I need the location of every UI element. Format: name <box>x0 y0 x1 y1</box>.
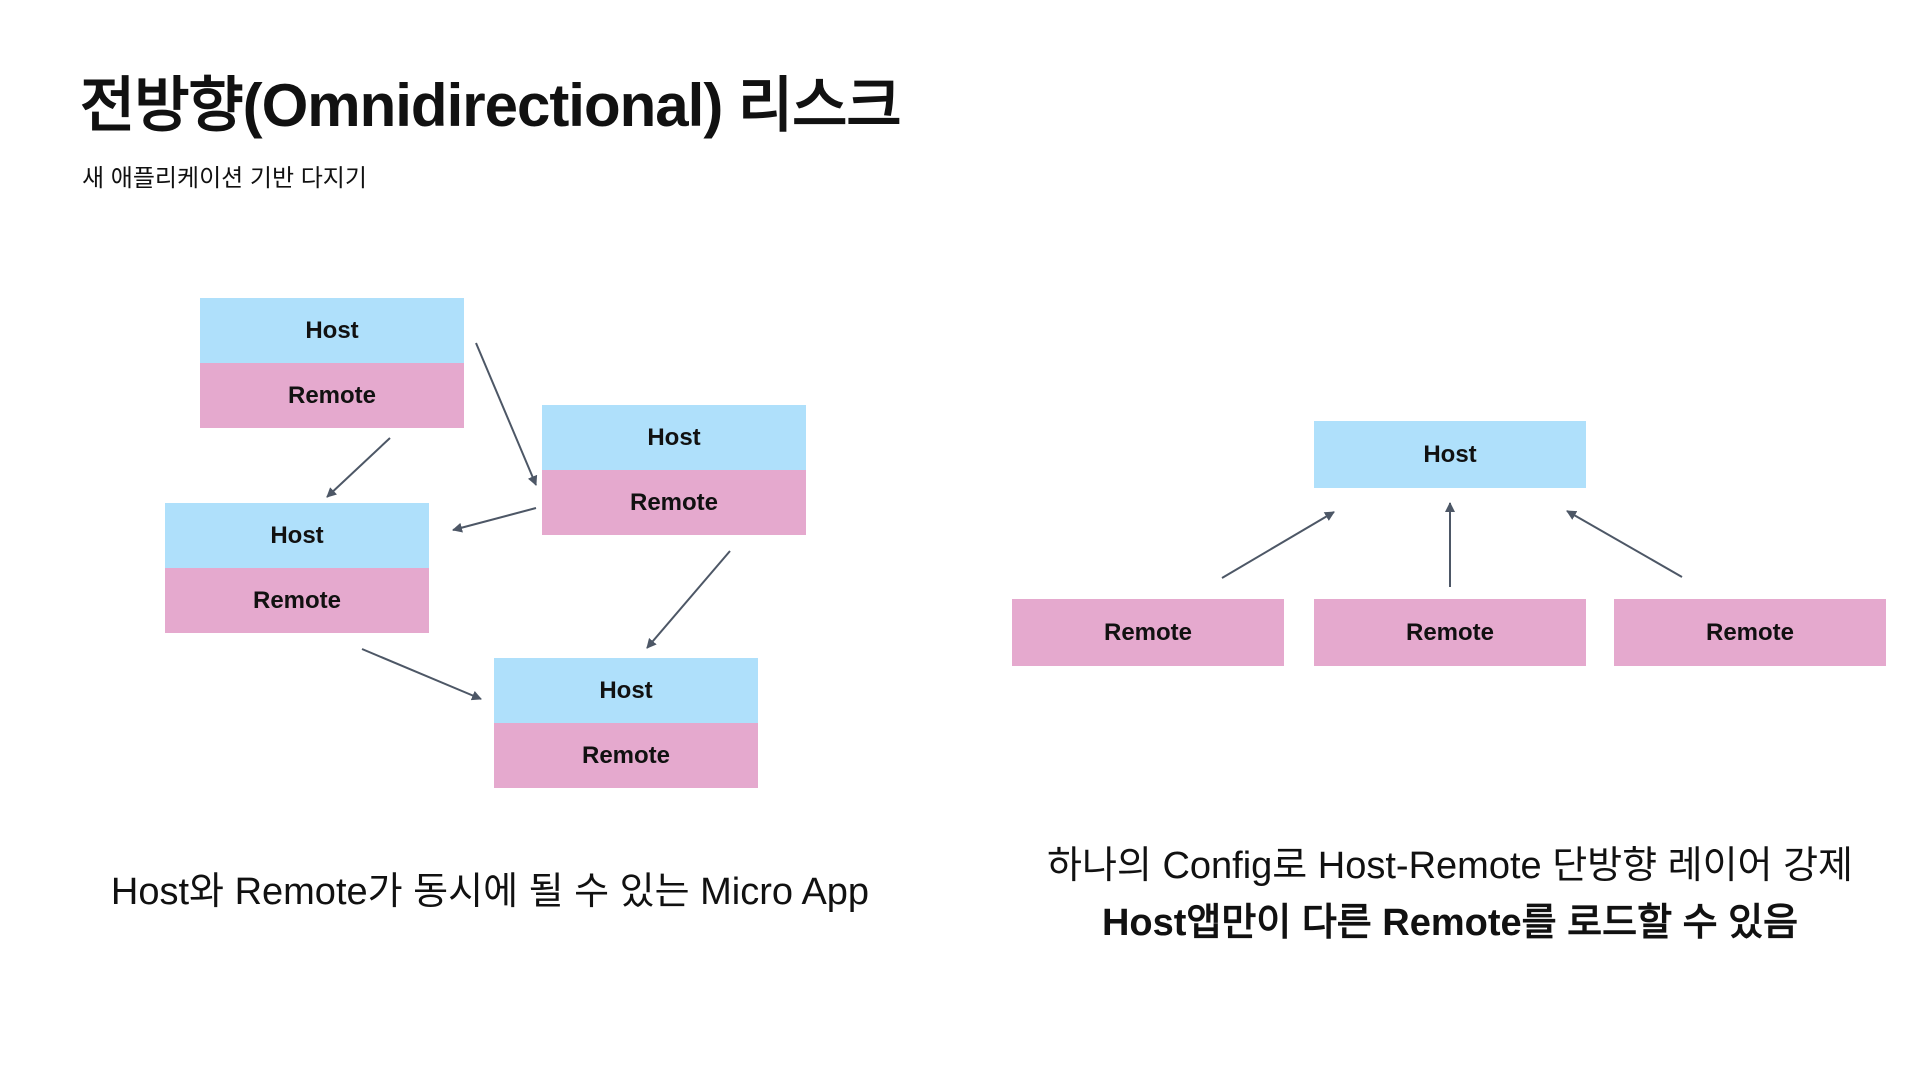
remote-label: Remote <box>542 470 806 535</box>
arrow-node1-to-node2 <box>475 342 538 486</box>
arrow-node1-to-node3 <box>326 437 391 498</box>
micro-app-node-3: Host Remote <box>165 503 429 633</box>
arrow-remote3-to-host <box>1566 510 1683 578</box>
remote-label: Remote <box>165 568 429 633</box>
host-label: Host <box>200 298 464 363</box>
arrow-remote1-to-host <box>1221 511 1335 579</box>
remote-label: Remote <box>200 363 464 428</box>
micro-app-node-4: Host Remote <box>494 658 758 788</box>
micro-app-node-2: Host Remote <box>542 405 806 535</box>
right-caption-line-2: Host앱만이 다른 Remote를 로드할 수 있음 <box>1101 902 1799 944</box>
right-caption-line-1: 하나의 Config로 Host-Remote 단방향 레이어 강제 <box>1047 845 1853 887</box>
page-title: 전방향(Omnidirectional) 리스크 <box>80 72 902 139</box>
host-label: Host <box>165 503 429 568</box>
right-diagram-caption: 하나의 Config로 Host-Remote 단방향 레이어 강제 Host앱… <box>990 838 1910 952</box>
page-subtitle: 새 애플리케이션 기반 다지기 <box>82 165 367 192</box>
host-node: Host <box>1314 421 1586 488</box>
arrow-node3-to-node4 <box>361 648 482 701</box>
remote-node-3: Remote <box>1614 599 1886 666</box>
micro-app-node-1: Host Remote <box>200 298 464 428</box>
host-label: Host <box>494 658 758 723</box>
arrow-node2-to-node4 <box>646 550 731 649</box>
arrow-node2-to-node3 <box>452 507 537 533</box>
remote-node-2: Remote <box>1314 599 1586 666</box>
remote-node-1: Remote <box>1012 599 1284 666</box>
left-diagram-caption: Host와 Remote가 동시에 될 수 있는 Micro App <box>110 871 870 913</box>
remote-label: Remote <box>494 723 758 788</box>
host-label: Host <box>542 405 806 470</box>
